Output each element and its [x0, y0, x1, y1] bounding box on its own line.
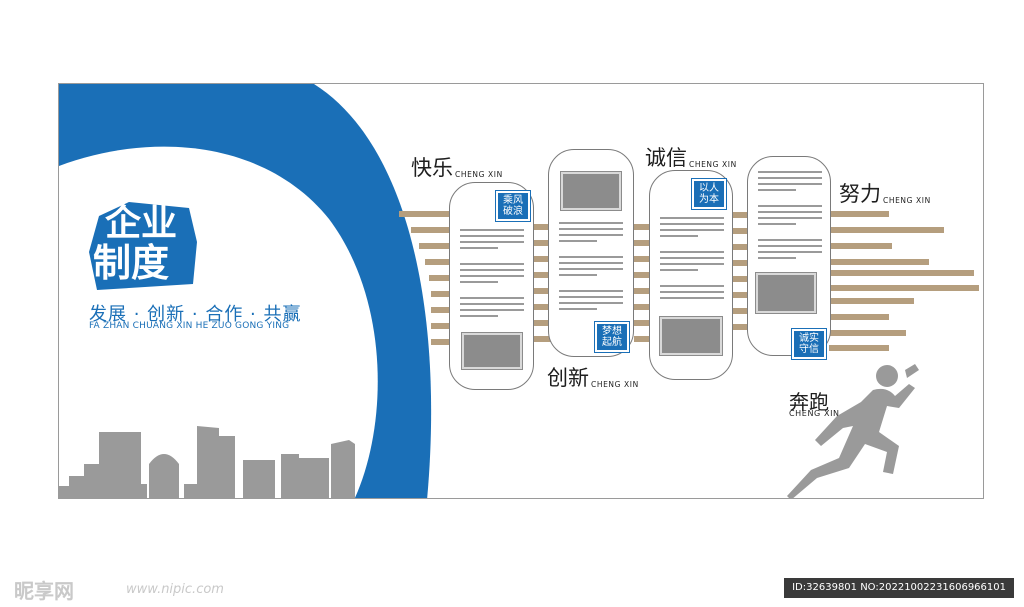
decor-bar	[731, 260, 751, 266]
city-skyline-icon	[59, 426, 355, 498]
decor-bar	[731, 324, 751, 330]
badge-1: 乘风破浪	[495, 190, 531, 222]
card-3-text	[660, 217, 724, 303]
decor-bar	[534, 288, 554, 294]
slogan: 发展 · 创新 · 合作 · 共赢	[89, 304, 302, 325]
decor-bar	[431, 323, 459, 329]
card-1-text	[460, 229, 524, 321]
content-card-4: 诚实守信	[747, 156, 831, 360]
decor-bar	[425, 259, 459, 265]
decor-bar	[731, 308, 751, 314]
title-main-line2: 制度	[93, 241, 170, 285]
decor-bar	[829, 314, 889, 320]
decor-bar	[534, 320, 554, 326]
title-main-line1: 企业	[105, 203, 178, 244]
decor-bar	[534, 240, 554, 246]
slogan-pinyin: FA ZHAN CHUANG XIN HE ZUO GONG YING	[89, 321, 290, 331]
decor-bar	[411, 227, 459, 233]
decor-bar	[829, 330, 906, 336]
decor-bar	[731, 244, 751, 250]
heading-benpao-sub: CHENG XIN	[789, 409, 840, 418]
heading-benpao: 奔跑	[789, 390, 829, 414]
decor-bar	[634, 304, 654, 310]
decor-bar	[829, 285, 979, 291]
badge-4: 诚实守信	[791, 328, 827, 360]
card-2-text	[559, 222, 623, 314]
title-background-shape	[89, 202, 197, 290]
decor-bar	[829, 227, 944, 233]
photo-placeholder	[560, 171, 622, 211]
decor-bar	[731, 228, 751, 234]
watermark-brand: 昵享网	[14, 579, 74, 603]
badge-2: 梦想起航	[594, 321, 630, 353]
decor-bar	[829, 259, 929, 265]
decor-bar	[829, 270, 974, 276]
decor-bar	[634, 224, 654, 230]
decor-bar	[829, 243, 892, 249]
culture-wall-board: 企业 制度 发展 · 创新 · 合作 · 共赢 FA ZHAN CHUANG X…	[58, 83, 984, 499]
content-card-1: 乘风破浪	[449, 182, 534, 390]
card-4-text	[758, 171, 822, 263]
content-card-3: 以人为本	[649, 170, 733, 380]
decor-bar	[829, 345, 889, 351]
decor-bar	[429, 275, 459, 281]
decor-bar	[634, 336, 654, 342]
decor-bar	[634, 320, 654, 326]
decor-bar	[431, 307, 459, 313]
decor-bar	[534, 272, 554, 278]
watermark-id: ID:32639801 NO:20221002231606966101	[784, 578, 1014, 598]
decor-bar	[431, 291, 459, 297]
decor-bar	[534, 224, 554, 230]
photo-placeholder	[461, 332, 523, 370]
decor-bar	[431, 339, 459, 345]
decor-bar	[731, 276, 751, 282]
decor-bar	[634, 272, 654, 278]
watermark-url: www.nipic.com	[126, 582, 224, 597]
decor-bar	[829, 298, 914, 304]
decor-bar	[534, 304, 554, 310]
decor-bar	[419, 243, 459, 249]
photo-placeholder	[755, 272, 817, 314]
decor-bar	[634, 288, 654, 294]
decor-bar	[534, 256, 554, 262]
badge-3: 以人为本	[691, 178, 727, 210]
decor-bar	[634, 240, 654, 246]
photo-placeholder	[659, 316, 723, 356]
decor-bar	[534, 336, 554, 342]
decor-bar	[731, 212, 751, 218]
decor-bar	[829, 211, 889, 217]
decor-bar	[399, 211, 459, 217]
runner-silhouette-icon	[787, 364, 919, 498]
decor-bar	[731, 292, 751, 298]
content-card-2: 梦想起航	[548, 149, 634, 357]
decor-bar	[634, 256, 654, 262]
